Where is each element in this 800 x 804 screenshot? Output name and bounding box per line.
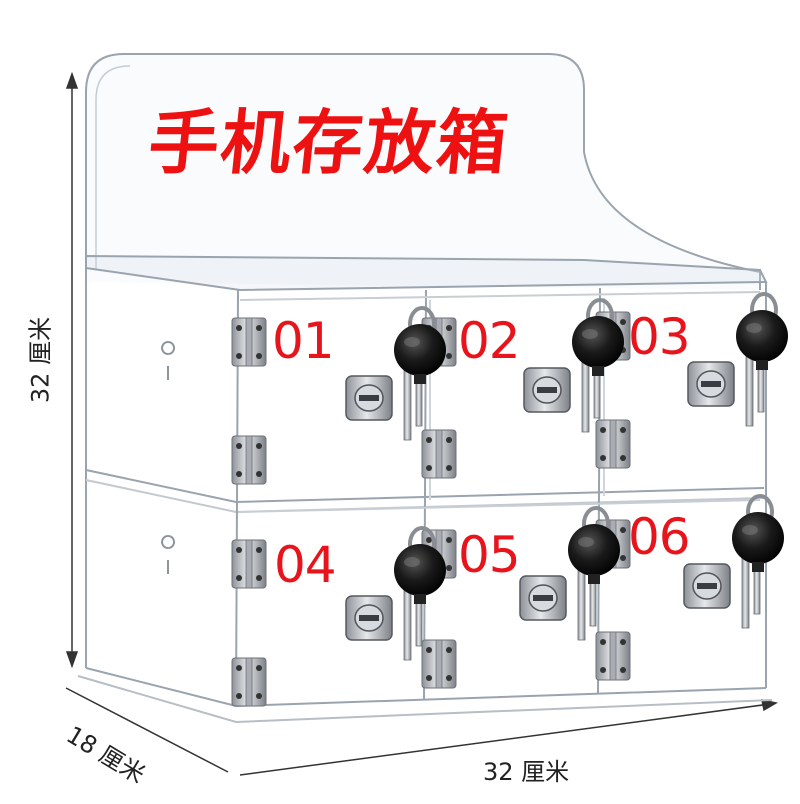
door-number-05: 05: [458, 526, 521, 584]
height-dimension-line: [65, 71, 79, 669]
cabinet-body: [77, 254, 773, 724]
door-number-01: 01: [272, 312, 335, 370]
width-label: 32 厘米: [483, 758, 570, 786]
door-number-06: 06: [628, 508, 691, 566]
cabinet-title: 手机存放箱: [144, 101, 514, 184]
height-label: 32 厘米: [26, 316, 55, 404]
width-dimension-line: [239, 699, 779, 776]
door-number-02: 02: [458, 312, 521, 370]
back-panel: [85, 53, 761, 290]
door-number-04: 04: [274, 536, 337, 594]
depth-dimension-line: [65, 687, 229, 773]
locks-and-keys: [344, 292, 790, 662]
panel-highlight: [95, 65, 131, 270]
door-number-03: 03: [628, 308, 691, 366]
mounting-hole: [161, 341, 176, 574]
